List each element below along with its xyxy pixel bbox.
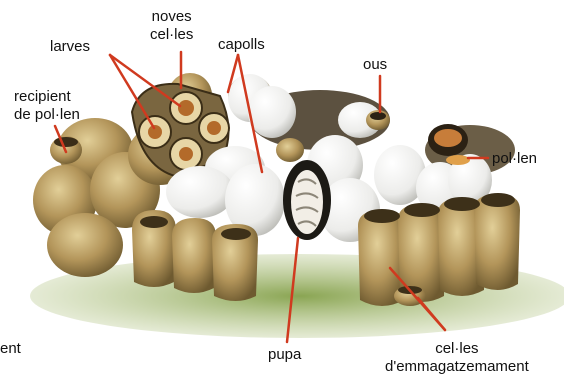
label-storage-cells-line-2: d'emmagatzemament [385,358,529,376]
egg-cell [366,110,390,130]
pupa-cell [283,160,331,240]
label-eggs: ous [363,56,387,74]
label-pollen-pot-line-1: recipient [14,88,80,106]
label-new-cells: noves cel·les [150,8,193,44]
storage-cells [358,193,520,306]
label-cut-off: ent [0,340,21,358]
label-pollen-pot-line-2: de pol·len [14,106,80,124]
label-new-cells-line-1: noves [150,8,193,26]
label-pollen-pot: recipient de pol·len [14,88,80,124]
label-pupa: pupa [268,346,301,364]
label-cocoons: capolls [218,36,265,54]
label-pollen: pol·len [492,150,537,168]
label-new-cells-line-2: cel·les [150,26,193,44]
label-larvae: larves [50,38,90,56]
label-storage-cells-line-1: cel·les [385,340,529,358]
label-storage-cells: cel·les d'emmagatzemament [385,340,529,376]
